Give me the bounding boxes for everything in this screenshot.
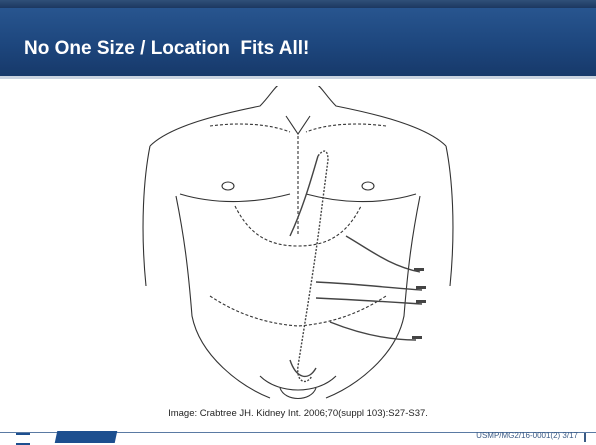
top-band: [0, 0, 596, 8]
title-bar: No One Size / Location Fits All!: [0, 8, 596, 76]
torso-catheter-illustration: [140, 86, 456, 406]
document-code: USMP/MG2/16-0001(2) 3/17: [476, 431, 578, 440]
footer-tick: [584, 433, 586, 442]
logo-mark-icon: [16, 433, 30, 445]
logo-wordmark: [55, 431, 118, 443]
slide-title: No One Size / Location Fits All!: [24, 38, 309, 60]
figure-caption: Image: Crabtree JH. Kidney Int. 2006;70(…: [0, 408, 596, 419]
title-underline: [0, 76, 596, 79]
company-logo: [16, 430, 120, 444]
